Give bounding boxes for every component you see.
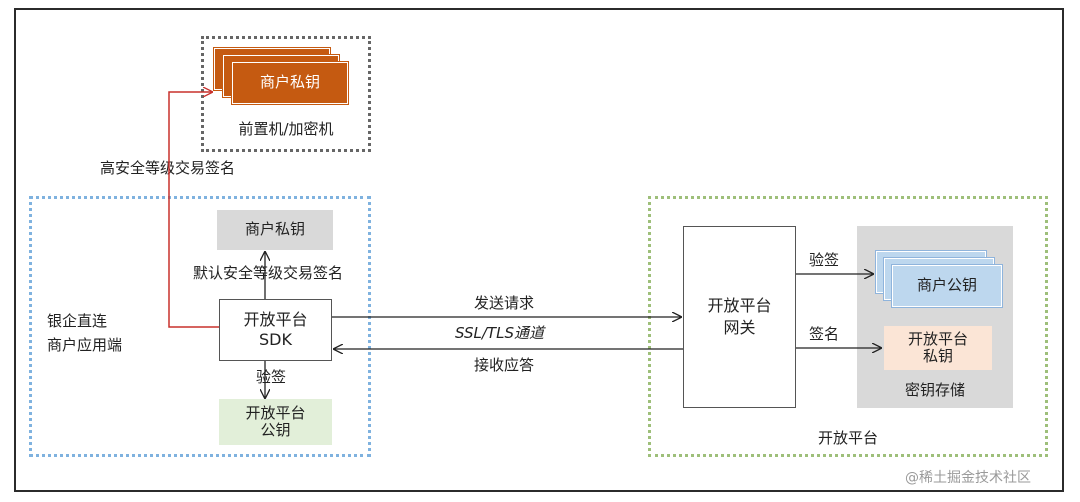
merchant-client-group [29,196,371,457]
hsm-private-key: 商户私钥 [231,61,349,105]
client-private-key: 商户私钥 [217,210,333,250]
gateway-box: 开放平台 网关 [683,226,796,408]
merchant-public-key-stack: 商户公钥 [875,250,1008,315]
diagram-frame [14,8,1064,492]
client-caption-line1: 银企直连 [47,312,108,330]
platform-sign-label: 签名 [809,325,840,343]
client-verify-label: 验签 [256,368,287,386]
high-sign-label: 高安全等级交易签名 [100,159,236,177]
hsm-key-stack: 商户私钥 [213,47,354,108]
hsm-group [201,36,371,152]
key-store-caption: 密钥存储 [904,381,965,400]
watermark: @稀土掘金技术社区 [905,470,1031,486]
high-sign-arrow [168,92,219,328]
open-platform-caption: 开放平台 [817,429,878,448]
platform-private-key-line1: 开放平台 [907,329,968,348]
open-platform-group [648,196,1048,457]
tunnel-label: SSL/TLS通道 [455,324,544,342]
client-caption-line2: 商户应用端 [47,336,123,354]
sdk-box: 开放平台 SDK [219,299,332,361]
platform-public-key-line1: 开放平台 [245,403,306,422]
sdk-label-line2: SDK [259,330,292,349]
merchant-public-key: 商户公钥 [891,264,1003,308]
send-request-label: 发送请求 [474,294,535,312]
gateway-label-line2: 网关 [723,318,756,337]
platform-verify-label: 验签 [809,251,840,269]
platform-private-key: 开放平台 私钥 [884,326,992,370]
receive-reply-label: 接收应答 [474,356,535,374]
gateway-label-line1: 开放平台 [707,295,772,315]
hsm-caption: 前置机/加密机 [238,120,334,139]
platform-private-key-line2: 私钥 [922,347,953,365]
default-sign-label: 默认安全等级交易签名 [193,264,344,282]
sdk-label-line1: 开放平台 [243,309,308,329]
platform-public-key-line2: 公钥 [260,421,291,439]
platform-public-key-client: 开放平台 公钥 [219,399,332,445]
